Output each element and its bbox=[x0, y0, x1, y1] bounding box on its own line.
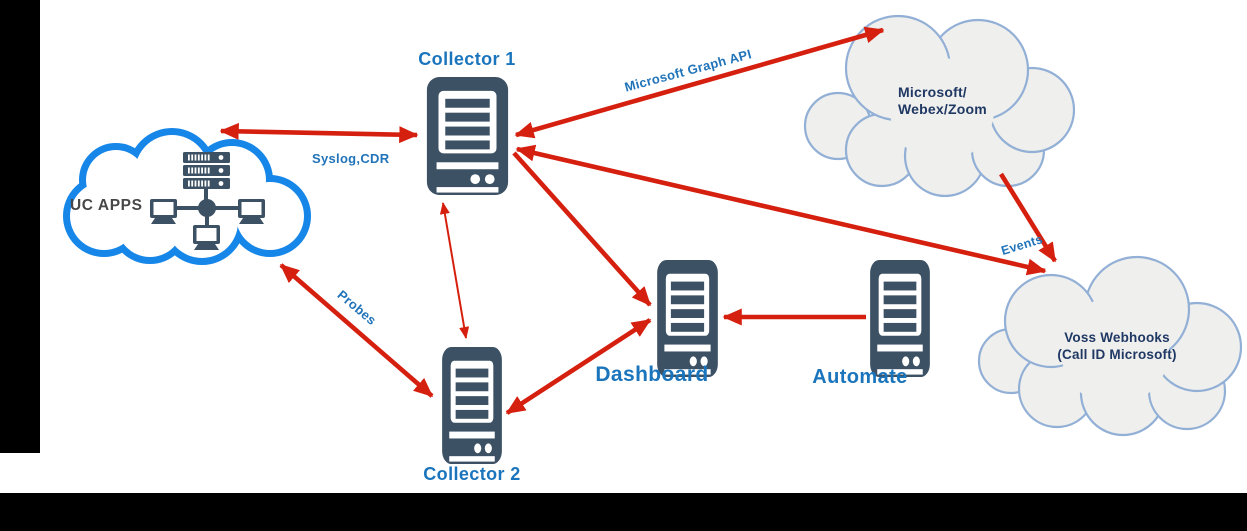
syslog-cdr-edge-label: Syslog,CDR bbox=[312, 151, 390, 166]
microsoft-cloud-label: Microsoft/Webex/Zoom bbox=[898, 84, 987, 118]
automate-label: Automate bbox=[812, 366, 908, 388]
bottom-letterbox-bar bbox=[0, 493, 1247, 531]
arrow-ucapps-collector1 bbox=[219, 122, 419, 144]
dashboard-label: Dashboard bbox=[595, 363, 709, 386]
voss-webhooks-cloud bbox=[977, 255, 1243, 437]
voss-cloud-label-line1: Voss Webhooks bbox=[1064, 330, 1170, 345]
rack-servers-icon bbox=[183, 152, 230, 189]
voss-cloud-label-line2: (Call ID Microsoft) bbox=[1057, 346, 1177, 362]
uc-apps-cloud bbox=[63, 128, 311, 265]
left-letterbox-bar bbox=[0, 0, 40, 453]
collector1-label: Collector 1 bbox=[418, 49, 516, 69]
voss-cloud-label: Voss Webhooks(Call ID Microsoft) bbox=[1037, 330, 1197, 363]
arrow-collector1-dashboard bbox=[512, 151, 652, 307]
arrow-microsoft-voss-events bbox=[999, 172, 1057, 263]
network-computers-icon bbox=[150, 189, 265, 250]
microsoft-cloud-label-line2: Webex/Zoom bbox=[898, 101, 987, 117]
arrow-collector1-voss bbox=[515, 144, 1047, 276]
microsoft-cloud-label-line1: Microsoft/ bbox=[898, 84, 967, 100]
arrow-collector1-collector2 bbox=[439, 202, 470, 339]
collector2-label: Collector 2 bbox=[423, 464, 521, 484]
uc-apps-label: UC APPS bbox=[70, 197, 143, 214]
arrow-ucapps-collector2 bbox=[279, 263, 434, 398]
arrow-collector1-microsoft bbox=[514, 26, 885, 139]
arrow-collector2-dashboard bbox=[505, 318, 652, 415]
